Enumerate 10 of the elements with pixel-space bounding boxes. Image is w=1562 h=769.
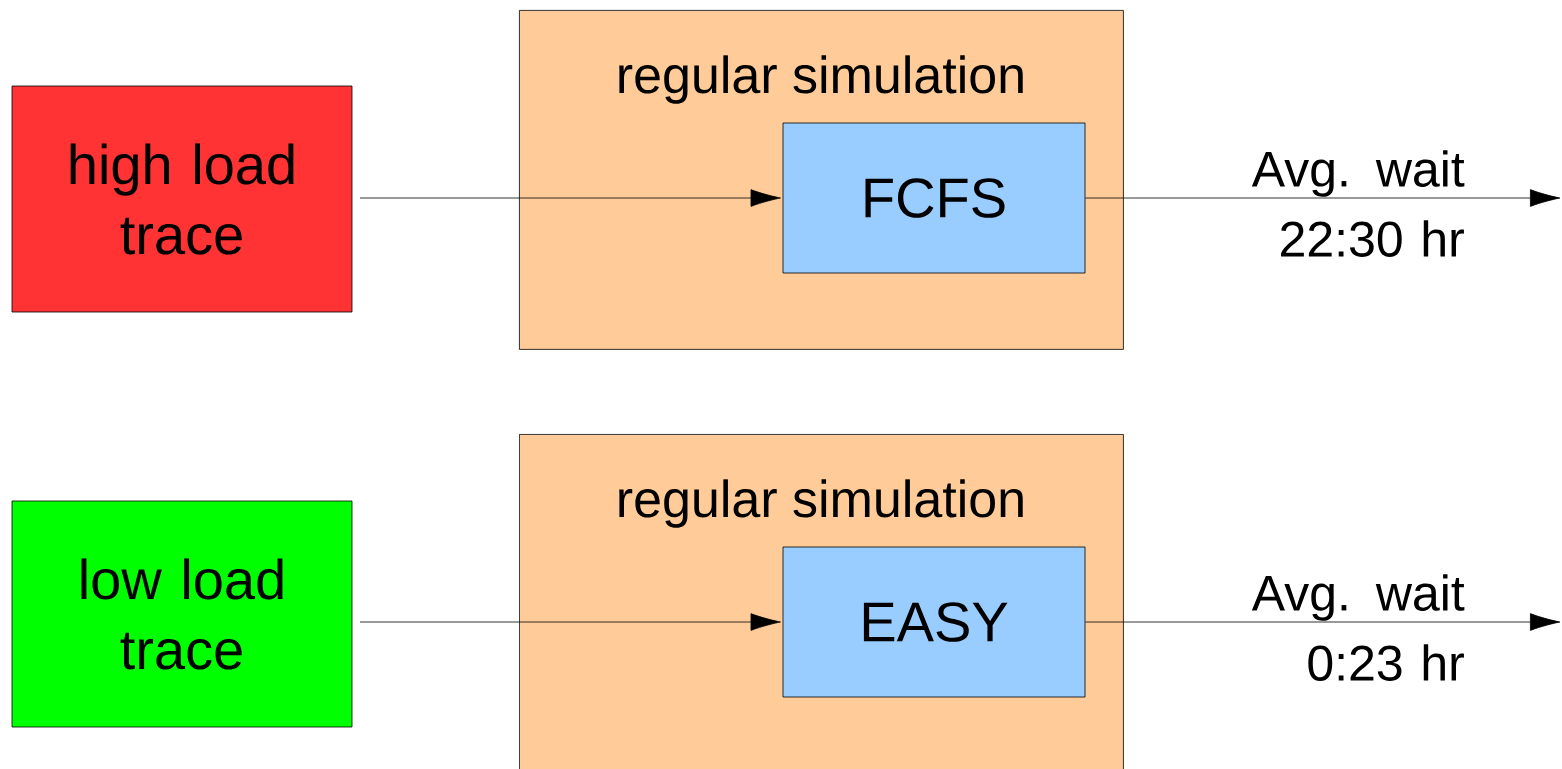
trace-box: high load trace — [11, 85, 353, 313]
trace-box: low load trace — [11, 500, 353, 728]
scheduler-box: FCFS — [782, 122, 1086, 274]
edge-label: Avg. wait 22:30 hr — [1251, 150, 1465, 257]
edge-label: Avg. wait 0:23 hr — [1251, 574, 1465, 681]
arrow — [359, 613, 781, 631]
arrow — [1085, 189, 1561, 207]
scheduler-box: EASY — [782, 546, 1086, 698]
arrow — [1085, 613, 1561, 631]
arrow — [359, 189, 781, 207]
